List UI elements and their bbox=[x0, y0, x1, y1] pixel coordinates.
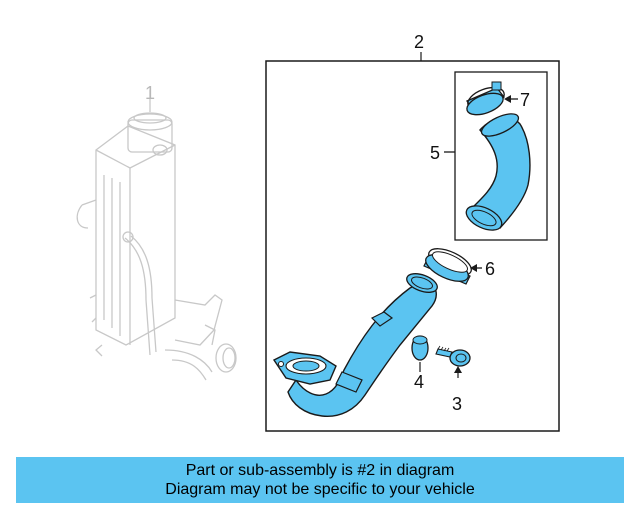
intake-pipe-part-2 bbox=[272, 273, 438, 417]
info-banner: Part or sub-assembly is #2 in diagram Di… bbox=[16, 457, 624, 503]
banner-line-1: Part or sub-assembly is #2 in diagram bbox=[185, 462, 455, 479]
clamp-part-7 bbox=[466, 81, 505, 116]
hose-part-5 bbox=[465, 113, 531, 231]
banner-line-2: Diagram may not be specific to your vehi… bbox=[165, 481, 475, 498]
bolt-part-3 bbox=[435, 345, 471, 367]
intercooler-part-1 bbox=[76, 90, 237, 381]
callout-5: 5 bbox=[430, 143, 440, 163]
callout-7: 7 bbox=[520, 90, 530, 110]
grommet-part-4 bbox=[411, 335, 429, 361]
callout-2: 2 bbox=[414, 32, 424, 52]
clamp-part-6 bbox=[423, 248, 472, 285]
parts-diagram: 1 2 7 5 6 bbox=[76, 32, 560, 432]
callout-4: 4 bbox=[414, 372, 424, 392]
callout-6: 6 bbox=[485, 259, 495, 279]
callout-1: 1 bbox=[145, 83, 155, 103]
callout-3: 3 bbox=[452, 394, 462, 414]
part-2-box bbox=[265, 60, 560, 432]
hose-subassembly-box bbox=[454, 71, 548, 241]
